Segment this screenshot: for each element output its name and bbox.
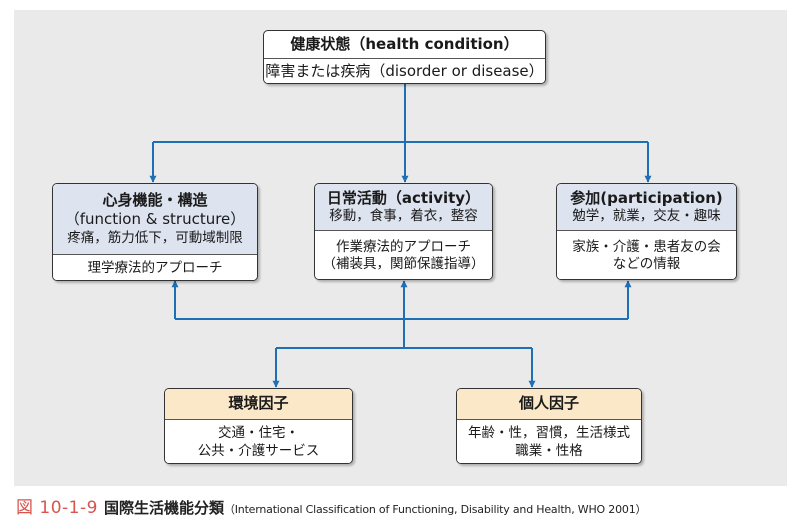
figure-source: （International Classification of Functio… — [223, 503, 647, 516]
figure-caption: 図 10-1-9 国際生活機能分類 （International Classif… — [16, 493, 646, 518]
activity-box: 日常活動（activity） 移動，食事，着衣，整容 作業療法的アプローチ （補… — [314, 183, 493, 280]
personal-factors-box: 個人因子 年齢・性，習慣，生活様式 職業・性格 — [456, 388, 642, 464]
health-condition-subtitle: 障害または疾病（disorder or disease） — [265, 62, 544, 81]
participation-info: 家族・介護・患者友の会 — [572, 238, 721, 255]
environmental-factors-line2: 公共・介護サービス — [197, 442, 320, 459]
activity-approach: 作業療法的アプローチ — [336, 238, 471, 255]
health-condition-box: 健康状態（health condition） 障害または疾病（disorder … — [263, 30, 546, 84]
participation-box: 参加(participation) 勉学，就業，交友・趣味 家族・介護・患者友の… — [556, 183, 737, 280]
health-condition-title: 健康状態（health condition） — [290, 34, 519, 53]
body-function-title: 心身機能・構造 — [102, 191, 208, 210]
environmental-factors-box: 環境因子 交通・住宅・ 公共・介護サービス — [164, 388, 353, 464]
environmental-factors-line1: 交通・住宅・ — [218, 425, 299, 442]
activity-approach-detail: （補装具，関節保護指導） — [322, 256, 485, 272]
activity-title: 日常活動（activity） — [326, 188, 481, 207]
environmental-factors-title: 環境因子 — [228, 394, 289, 413]
body-function-box: 心身機能・構造 （function & structure） 疼痛，筋力低下，可… — [52, 183, 258, 281]
personal-factors-line2: 職業・性格 — [515, 442, 583, 459]
participation-examples: 勉学，就業，交友・趣味 — [572, 207, 721, 224]
activity-examples: 移動，食事，着衣，整容 — [329, 207, 478, 224]
body-function-examples: 疼痛，筋力低下，可動域制限 — [67, 229, 243, 246]
figure-number: 図 10-1-9 — [16, 498, 98, 518]
body-function-approach: 理学療法的アプローチ — [87, 259, 223, 276]
body-function-title-en: （function & structure） — [64, 210, 246, 229]
figure-title: 国際生活機能分類 — [103, 499, 224, 517]
personal-factors-line1: 年齢・性，習慣，生活様式 — [468, 425, 630, 442]
participation-title: 参加(participation) — [570, 188, 723, 207]
participation-info-detail: などの情報 — [612, 256, 681, 272]
personal-factors-title: 個人因子 — [518, 394, 579, 413]
